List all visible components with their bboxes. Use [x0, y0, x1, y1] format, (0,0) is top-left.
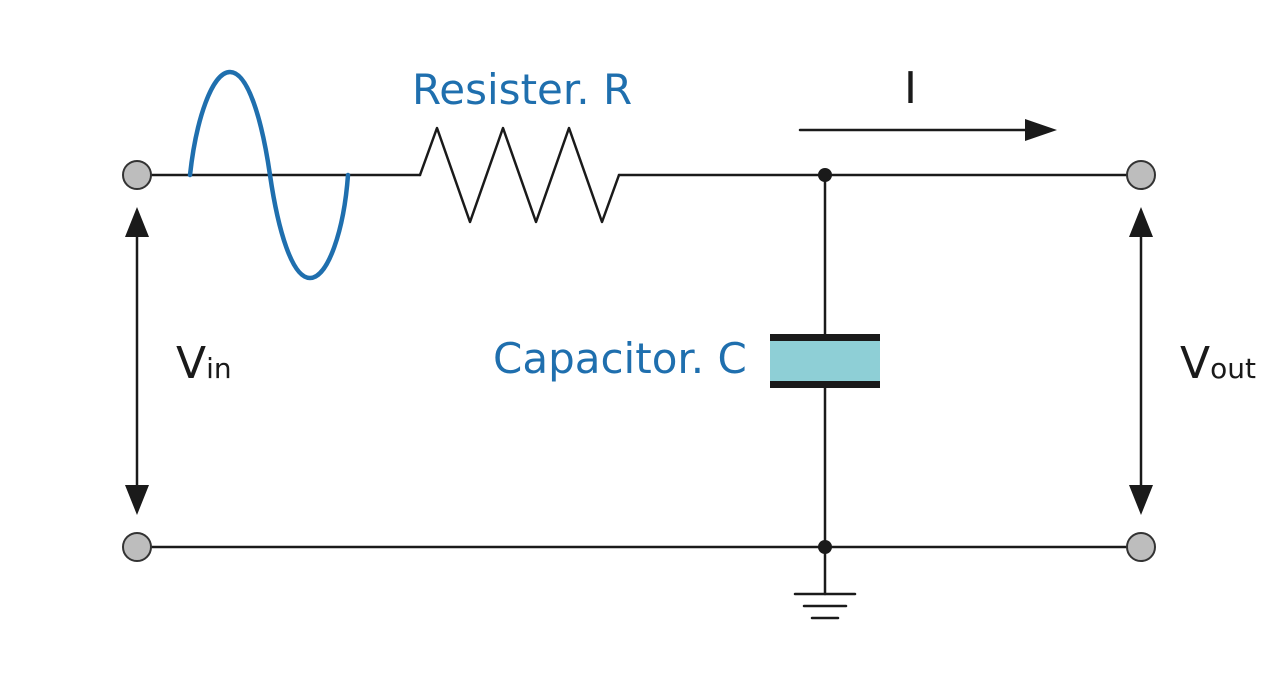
capacitor-label: Capacitor. C: [493, 334, 747, 383]
resistor-label: Resister. R: [412, 65, 632, 114]
sine-wave-icon: [187, 69, 351, 281]
output-terminal-bottom: [1126, 532, 1156, 562]
ground-icon: [793, 545, 857, 620]
vout-label: Vout: [1180, 338, 1256, 389]
vin-label: Vin: [176, 338, 232, 389]
junction-dot-bottom: [818, 540, 832, 554]
capacitor-symbol: [770, 334, 880, 388]
vout-double-arrow-icon: [1129, 207, 1153, 515]
vout-label-sub: out: [1210, 352, 1256, 385]
input-terminal-top: [122, 160, 152, 190]
current-label: I: [904, 63, 917, 114]
current-arrow-icon: [798, 119, 1057, 141]
output-terminal-top: [1126, 160, 1156, 190]
vout-label-main: V: [1180, 338, 1210, 389]
vin-label-sub: in: [206, 352, 232, 385]
junction-dot-top: [818, 168, 832, 182]
resistor-symbol: [418, 126, 621, 224]
vin-double-arrow-icon: [125, 207, 149, 515]
vin-label-main: V: [176, 338, 206, 389]
input-terminal-bottom: [122, 532, 152, 562]
